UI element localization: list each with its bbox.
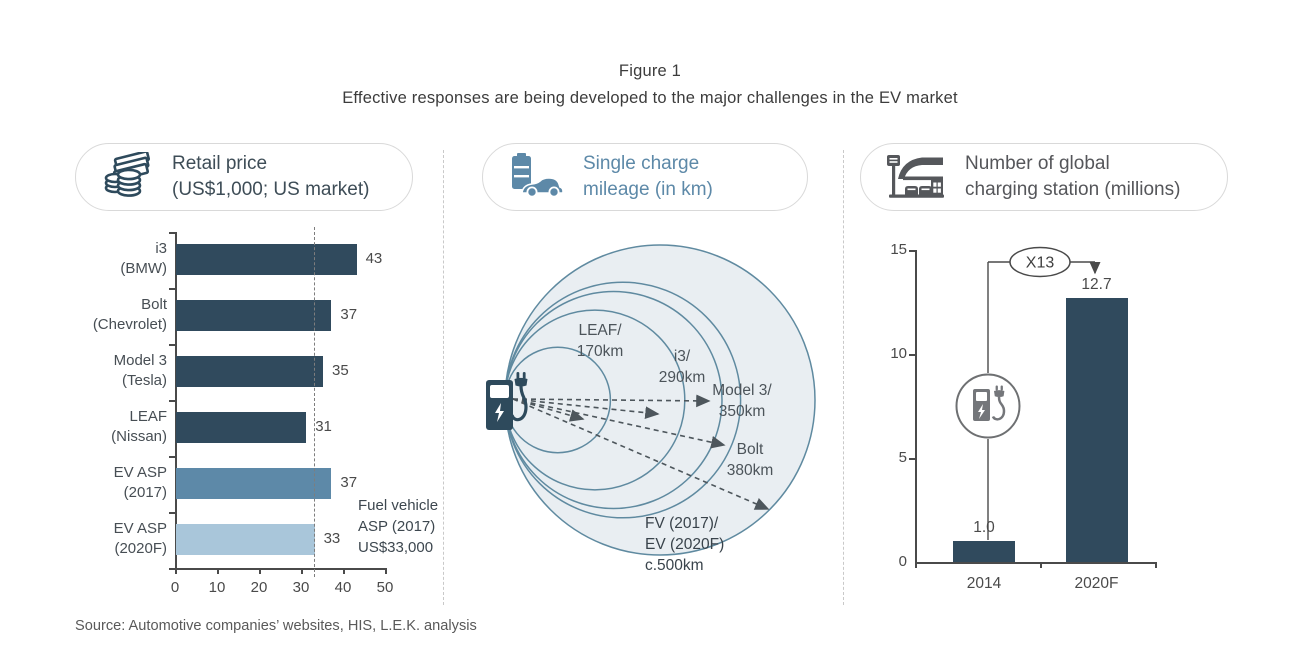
mileage-header-line2: mileage (in km) — [583, 179, 713, 200]
range-arrow — [512, 398, 770, 510]
single-charge-mileage-header: Single charge mileage (in km) — [482, 143, 808, 211]
x-axis-tick — [385, 568, 387, 574]
x-axis-tick-label: 20 — [250, 579, 268, 596]
retail-header-line2: (US$1,000; US market) — [172, 179, 370, 200]
range-label: LEAF/170km — [576, 322, 624, 360]
category-label: 2014 — [966, 575, 1002, 592]
ev-charger-pump-icon — [484, 370, 530, 441]
reference-line — [313, 227, 315, 577]
panel-separator-right — [843, 150, 844, 605]
y-axis-tick-label: 15 — [890, 241, 907, 258]
category-label: LEAF(Nissan) — [111, 408, 167, 445]
stations-chart: 0 5 10 15 1.0 2014 12.7 2020F X13 — [880, 235, 1180, 610]
y-axis-tick — [909, 458, 915, 460]
category-label: Bolt(Chevrolet) — [92, 296, 167, 333]
category-label: Model 3(Tesla) — [113, 352, 167, 389]
bar — [176, 300, 332, 331]
x-axis-tick — [259, 568, 261, 574]
x-axis-tick — [343, 568, 345, 574]
category-label: EV ASP(2020F) — [113, 520, 167, 557]
bar-value-label: 1.0 — [973, 519, 995, 537]
x-axis-tick-label: 0 — [170, 579, 180, 596]
category-axis-tick — [169, 456, 175, 458]
figure-title: Figure 1 — [618, 62, 682, 80]
range-label: Model 3/350km — [712, 382, 772, 420]
source-note: Source: Automotive companies’ websites, … — [75, 618, 477, 634]
money-stack-icon — [100, 149, 154, 203]
x-axis-tick — [217, 568, 219, 574]
bar — [953, 541, 1015, 562]
x-axis — [175, 568, 386, 570]
category-axis-tick — [169, 344, 175, 346]
x-axis-tick-label: 10 — [208, 579, 226, 596]
bar — [176, 468, 332, 499]
y-axis-tick-label: 5 — [898, 449, 907, 466]
x-axis-tick — [175, 568, 177, 574]
multiplier-badge — [1009, 246, 1071, 278]
x-axis-tick-label: 30 — [292, 579, 310, 596]
bar-value-label: 37 — [340, 474, 358, 491]
x-axis-tick — [301, 568, 303, 574]
x-axis-tick — [1040, 562, 1042, 568]
x-axis-tick — [1155, 562, 1157, 568]
charging-station-icon — [885, 151, 947, 204]
bar — [176, 244, 357, 275]
range-arrow — [512, 394, 711, 408]
category-label: i3(BMW) — [120, 240, 167, 277]
category-label: 2020F — [1074, 575, 1119, 592]
bar — [176, 524, 315, 555]
y-axis — [915, 250, 917, 562]
x-axis-tick — [915, 562, 917, 568]
range-label: FV (2017)/EV (2020F)c.500km — [645, 515, 725, 574]
x-axis-tick-label: 50 — [376, 579, 394, 596]
x-axis-tick-label: 40 — [334, 579, 352, 596]
category-label: EV ASP(2017) — [113, 464, 167, 501]
bar-value-label: 31 — [315, 418, 332, 435]
y-axis-tick-label: 0 — [898, 553, 907, 570]
bar-value-label: 35 — [332, 362, 349, 379]
retail-header-line1: Retail price — [172, 153, 268, 174]
bar-value-label: 37 — [340, 306, 358, 323]
mileage-header-line1: Single charge — [583, 153, 700, 174]
bar — [1065, 297, 1128, 562]
bar-value-label: 33 — [323, 530, 341, 547]
category-axis-tick — [169, 288, 175, 290]
figure-subtitle: Effective responses are being developed … — [342, 89, 958, 107]
y-axis-tick-label: 10 — [890, 345, 907, 362]
bar — [176, 356, 323, 387]
bar-value-label: 12.7 — [1081, 275, 1112, 293]
stations-header-line2: charging station (millions) — [965, 179, 1181, 200]
category-axis-tick — [169, 512, 175, 514]
y-axis — [175, 232, 177, 568]
retail-price-header: Retail price (US$1,000; US market) — [75, 143, 413, 211]
category-axis-tick — [169, 400, 175, 402]
category-axis-tick — [169, 568, 175, 570]
y-axis-tick — [909, 354, 915, 356]
y-axis-tick — [909, 250, 915, 252]
battery-car-icon — [507, 151, 565, 204]
bar-value-label: 43 — [365, 250, 383, 267]
category-axis-tick — [169, 232, 175, 234]
svg-text:X13: X13 — [1026, 255, 1055, 272]
range-arrow — [512, 398, 660, 420]
x-axis — [915, 562, 1155, 564]
multiplier-connector: X13 — [987, 246, 1101, 540]
charging-stations-header: Number of global charging station (milli… — [860, 143, 1228, 211]
bar — [176, 412, 307, 443]
stations-header-line1: Number of global — [965, 153, 1110, 174]
range-label: i3/290km — [658, 348, 706, 386]
panel-separator-left — [443, 150, 444, 605]
charging-point-circle-icon — [955, 373, 1021, 444]
